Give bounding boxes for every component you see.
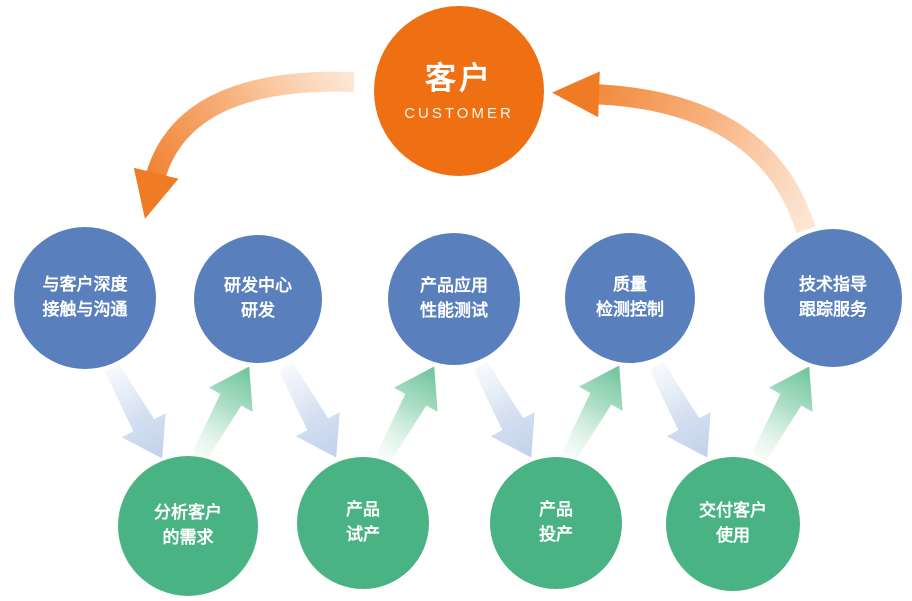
node-label-line2: 性能测试 [420, 301, 488, 320]
node-label-line2: 跟踪服务 [799, 300, 867, 319]
node-label-line2: 接触与沟通 [42, 300, 128, 319]
flow-arrow-down-3 [458, 354, 554, 470]
process-node-communication: 与客户深度 接触与沟通 [14, 227, 156, 369]
flow-arrow-down-2 [263, 354, 359, 470]
process-node-application-testing: 产品应用 性能测试 [388, 233, 520, 365]
node-label-line1: 质量 [613, 275, 647, 295]
flow-arrow-up-1 [176, 354, 272, 470]
node-label-line1: 产品 [346, 500, 380, 520]
node-label-line1: 研发中心 [224, 276, 292, 296]
node-label-line2: 研发 [241, 301, 275, 320]
node-label-line2: 使用 [716, 526, 750, 545]
flow-arrow-up-3 [546, 353, 642, 469]
process-node-quality-control: 质量 检测控制 [565, 233, 695, 363]
process-node-delivery: 交付客户 使用 [666, 457, 800, 591]
process-to-customer-arrow [552, 71, 816, 234]
node-label-line2: 检测控制 [596, 300, 664, 319]
flow-arrow-down-4 [634, 354, 730, 470]
customer-title: 客户 [425, 61, 493, 97]
node-label-line2: 试产 [346, 525, 380, 544]
node-label-line1: 交付客户 [699, 501, 767, 521]
node-label-line1: 产品应用 [420, 276, 488, 296]
node-label-line1: 分析客户 [154, 503, 222, 523]
process-node-rd-center: 研发中心 研发 [194, 235, 322, 363]
customer-node: 客户 CUSTOMER [374, 6, 544, 176]
flow-arrow-up-2 [361, 354, 457, 470]
customer-subtitle: CUSTOMER [404, 104, 514, 122]
node-label-line2: 的需求 [162, 528, 214, 547]
process-node-requirement-analysis: 分析客户 的需求 [118, 456, 258, 596]
process-node-trial-production: 产品 试产 [297, 457, 429, 589]
node-label-line1: 产品 [539, 500, 573, 520]
flow-arrow-down-1 [89, 355, 185, 471]
node-label-line1: 与客户深度 [42, 275, 128, 295]
node-label-line2: 投产 [539, 525, 573, 544]
flow-arrow-up-4 [736, 354, 832, 470]
node-label-line1: 技术指导 [799, 275, 867, 295]
process-node-mass-production: 产品 投产 [490, 457, 622, 589]
process-node-technical-support: 技术指导 跟踪服务 [764, 229, 902, 367]
customer-to-process-arrow [133, 71, 355, 219]
